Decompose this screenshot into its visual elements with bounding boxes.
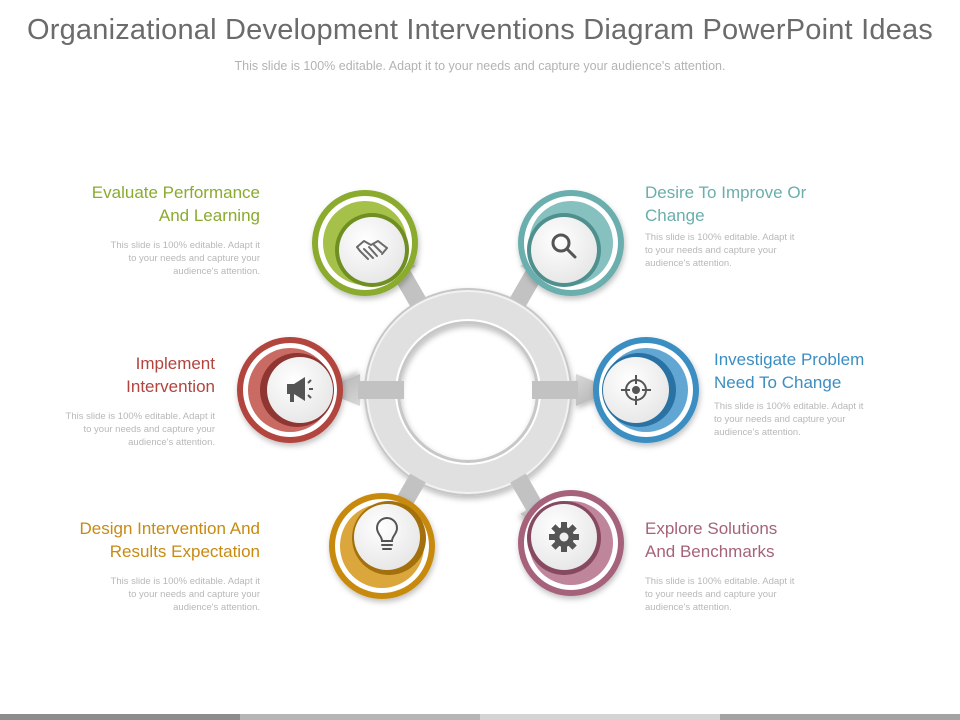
label-design-intervention: Design Intervention And Results Expectat… (20, 517, 260, 614)
magnifier-icon (551, 233, 577, 259)
label-explore-solutions: Explore Solutions And Benchmarks This sl… (645, 517, 865, 614)
label-desire-description: This slide is 100% editable. Adapt it to… (645, 232, 795, 269)
footer-bar (0, 714, 960, 720)
footer-segment (720, 714, 960, 720)
label-explore-heading: Explore Solutions And Benchmarks (645, 519, 778, 561)
label-evaluate-performance: Evaluate Performance And Learning This s… (40, 181, 260, 278)
label-investigate-description: This slide is 100% editable. Adapt it to… (714, 401, 864, 438)
label-design-description: This slide is 100% editable. Adapt it to… (110, 576, 260, 613)
footer-segment (240, 714, 480, 720)
footer-segment (0, 714, 240, 720)
handshake-icon (356, 240, 388, 260)
crosshair-icon (621, 375, 651, 405)
lightbulb-icon (375, 516, 399, 550)
label-desire-heading: Desire To Improve Or Change (645, 183, 807, 225)
page-subtitle: This slide is 100% editable. Adapt it to… (234, 59, 726, 73)
label-evaluate-description: This slide is 100% editable. Adapt it to… (110, 240, 260, 277)
gear-icon (549, 522, 579, 552)
label-implement-intervention: Implement Intervention This slide is 100… (0, 352, 215, 449)
page-title: Organizational Development Interventions… (26, 14, 934, 46)
label-explore-description: This slide is 100% editable. Adapt it to… (645, 576, 795, 613)
label-desire-to-improve: Desire To Improve Or Change This slide i… (645, 181, 865, 270)
label-implement-heading: Implement Intervention (126, 354, 215, 396)
megaphone-icon (287, 377, 313, 402)
label-implement-description: This slide is 100% editable. Adapt it to… (65, 411, 215, 448)
label-investigate-problem: Investigate Problem Need To Change This … (714, 348, 934, 439)
node-desire-to-improve (518, 190, 624, 296)
label-evaluate-heading: Evaluate Performance And Learning (91, 183, 260, 225)
label-investigate-heading: Investigate Problem Need To Change (714, 350, 865, 392)
node-evaluate-performance (312, 190, 418, 296)
label-design-heading: Design Intervention And Results Expectat… (79, 519, 260, 561)
footer-segment (480, 714, 720, 720)
